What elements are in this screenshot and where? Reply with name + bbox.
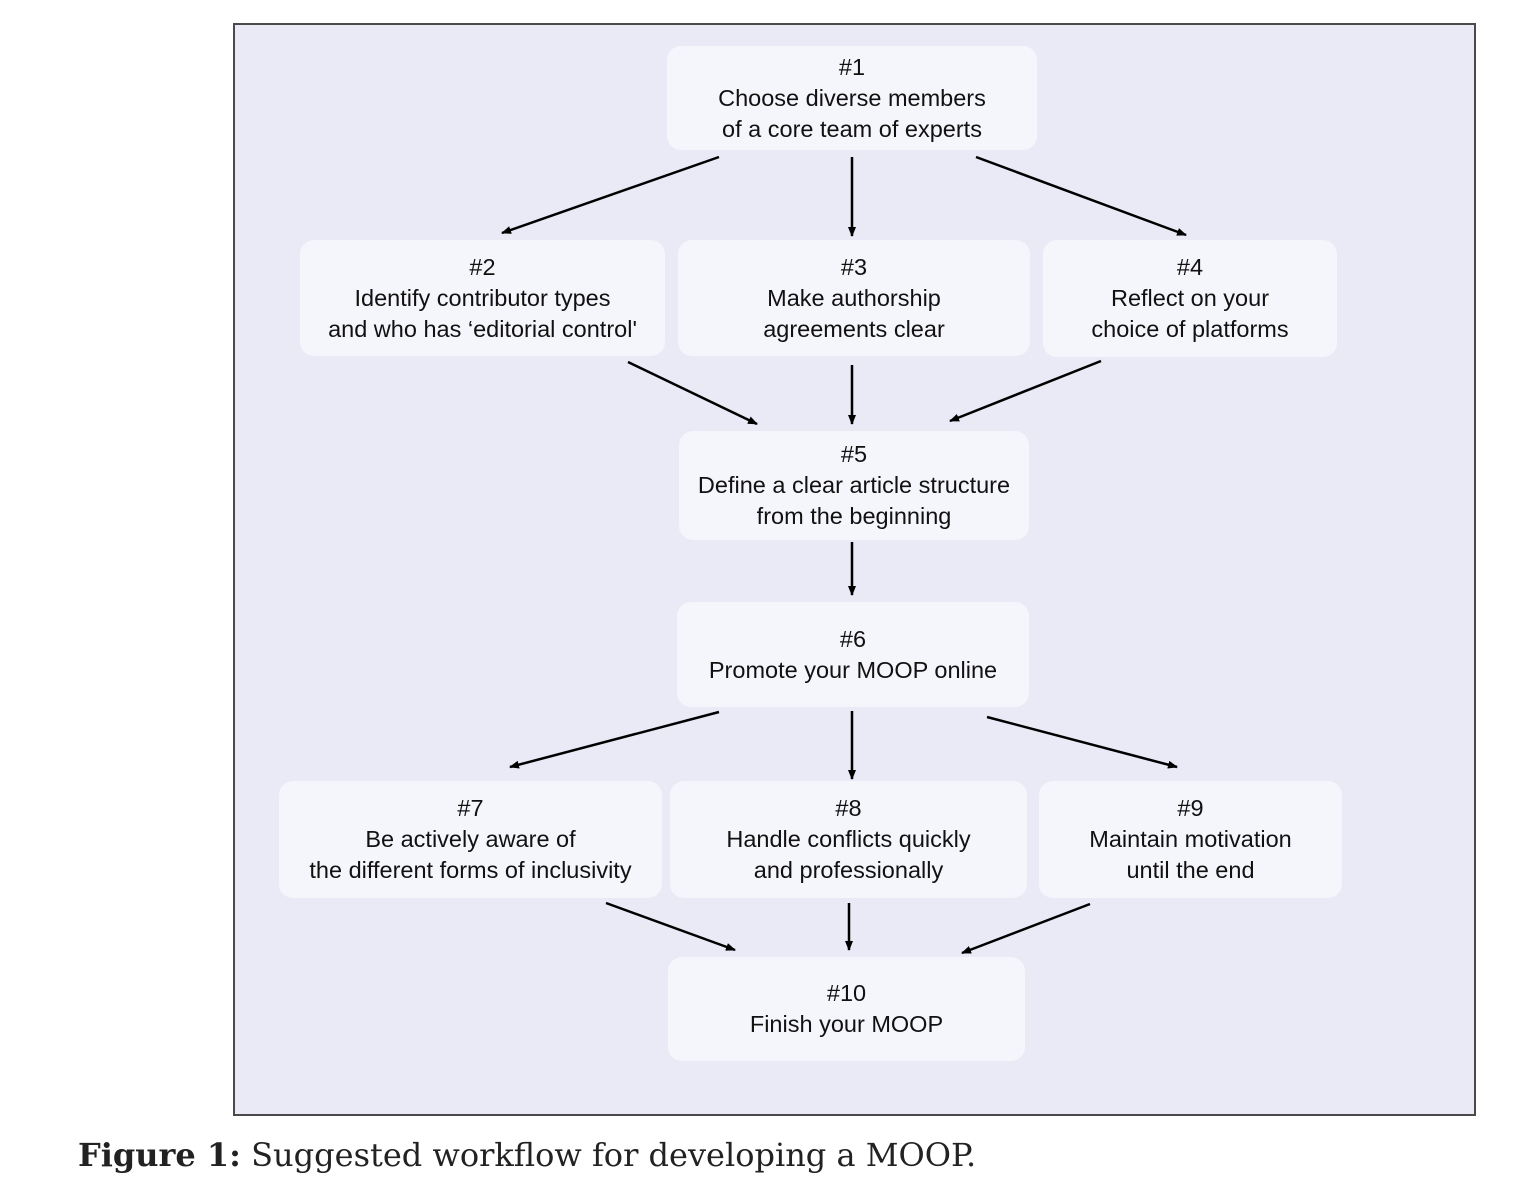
step-3-line-1: Make authorship <box>767 284 941 311</box>
step-7-line-1: Be actively aware of <box>365 826 576 852</box>
step-4-line-1: Reflect on your <box>1110 285 1270 311</box>
step-4-line-2: choice of platforms <box>1091 316 1289 342</box>
step-8-box: #8 Handle conflicts quickly and professi… <box>670 781 1027 898</box>
step-5-line-2: from the beginning <box>756 503 952 529</box>
step-2-number: #2 <box>469 253 496 280</box>
figure-caption: Figure 1: Suggested workflow for develop… <box>78 1136 976 1174</box>
step-7-number: #7 <box>457 795 484 821</box>
step-4-number: #4 <box>1176 254 1204 280</box>
step-7-box: #7 Be actively aware of the different fo… <box>279 781 662 898</box>
step-2-line-2: and who has ‘editorial control' <box>328 315 637 342</box>
step-9-line-2: until the end <box>1126 857 1255 883</box>
step-3-line-2: agreements clear <box>763 315 945 342</box>
step-6-number: #6 <box>839 625 867 652</box>
step-10-line-1: Finish your MOOP <box>749 1011 944 1037</box>
step-8-line-1: Handle conflicts quickly <box>726 826 971 852</box>
diagram-frame <box>233 23 1476 1116</box>
step-2-line-1: Identify contributor types <box>354 284 611 311</box>
figure-caption-label: Figure 1: <box>78 1136 241 1174</box>
step-7-line-2: the different forms of inclusivity <box>309 857 632 883</box>
step-8-number: #8 <box>835 795 862 821</box>
step-9-box: #9 Maintain motivation until the end <box>1039 781 1342 898</box>
step-10-box: #10 Finish your MOOP <box>668 957 1025 1061</box>
step-5-box: #5 Define a clear article structure from… <box>679 431 1029 540</box>
step-1-line-2: of a core team of experts <box>722 115 982 142</box>
step-9-line-1: Maintain motivation <box>1089 826 1292 852</box>
step-6-line-1: Promote your MOOP online <box>708 656 998 683</box>
step-3-number: #3 <box>840 253 868 280</box>
step-5-number: #5 <box>840 441 868 467</box>
step-3-box: #3 Make authorship agreements clear <box>678 240 1030 356</box>
step-6-box: #6 Promote your MOOP online <box>677 602 1029 707</box>
figure-caption-text: Suggested workflow for developing a MOOP… <box>251 1136 977 1174</box>
step-5-line-1: Define a clear article structure <box>697 472 1011 498</box>
step-8-line-2: and professionally <box>753 857 944 883</box>
step-1-box: #1 Choose diverse members of a core team… <box>667 46 1037 150</box>
step-2-box: #2 Identify contributor types and who ha… <box>300 240 665 356</box>
step-9-number: #9 <box>1177 795 1204 821</box>
step-1-number: #1 <box>838 53 866 80</box>
step-4-box: #4 Reflect on your choice of platforms <box>1043 240 1337 357</box>
step-10-number: #10 <box>826 980 867 1006</box>
step-1-line-1: Choose diverse members <box>718 84 986 111</box>
